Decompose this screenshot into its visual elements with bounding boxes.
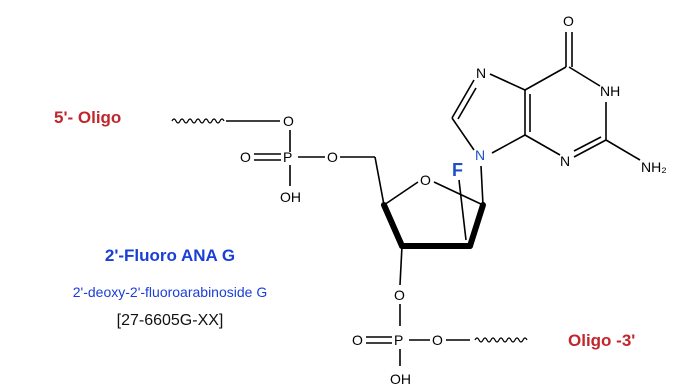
atom-o-chain-lower: O	[432, 332, 443, 348]
bond-o-ring-c1	[433, 181, 484, 206]
atom-oh-lower: OH	[390, 371, 411, 386]
atom-o-top-chain: O	[283, 113, 294, 129]
atom-nh2: NH₂	[641, 159, 667, 175]
five-prime-oligo-label: 5'- Oligo	[54, 108, 121, 127]
bond-c1-c2-bold	[467, 202, 486, 249]
bond-c8-n7	[451, 79, 475, 119]
atom-o-double-lower: O	[352, 332, 363, 348]
atom-o-3prime: O	[394, 287, 405, 303]
atom-n9: N	[475, 147, 485, 163]
bond-n9-c8	[451, 117, 475, 151]
bond-n3-c4	[524, 134, 561, 156]
atom-nh1: NH	[600, 83, 620, 99]
bond-n7-c5	[489, 73, 526, 91]
compound-name: 2'-Fluoro ANA G	[104, 246, 236, 265]
atom-o6: O	[563, 13, 574, 29]
bond-c5-c6	[524, 66, 567, 91]
atom-o-bridge-upper: O	[327, 149, 338, 165]
atom-n7: N	[476, 65, 486, 81]
bond-c6-n1	[568, 66, 601, 87]
compound-chemical-name: 2'-deoxy-2'-fluoroarabinoside G	[72, 284, 268, 300]
bond-c5-c4	[374, 156, 385, 206]
bond-c2-n3-double	[573, 136, 602, 152]
five-prime-wavy-linker	[171, 118, 225, 124]
bond-c1-n9	[480, 165, 484, 206]
bond-c2-nh2	[605, 139, 641, 161]
atom-fluorine: F	[452, 160, 463, 180]
three-prime-wavy-linker	[474, 337, 528, 343]
atom-o-double-upper: O	[240, 149, 251, 165]
catalog-number: [27-6605G-XX]	[116, 312, 224, 329]
bond-c8-n7-double	[457, 87, 477, 120]
atom-p-upper: P	[283, 149, 292, 165]
atom-o-ring: O	[420, 172, 431, 188]
three-prime-oligo-label: Oligo -3'	[568, 331, 635, 350]
bond-c3-o3	[399, 245, 403, 286]
bond-c4-o-ring	[383, 181, 419, 206]
atom-n3: N	[560, 153, 570, 169]
bond-c3-c4-bold	[381, 202, 405, 249]
atom-p-lower: P	[394, 332, 403, 348]
bond-c2-n3	[573, 139, 607, 158]
bond-c4-n9	[491, 134, 526, 154]
bond-c2-f	[458, 179, 467, 241]
atom-oh-upper: OH	[280, 189, 301, 205]
